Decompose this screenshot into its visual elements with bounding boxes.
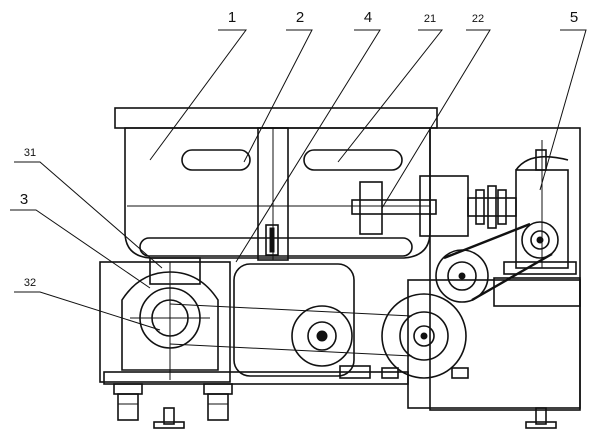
base-block <box>339 365 371 379</box>
foot-4-pad <box>525 421 557 429</box>
leader-line-21 <box>337 29 444 163</box>
foot-3-pad <box>153 421 185 429</box>
collar-1 <box>475 189 485 225</box>
shaft-key-fill <box>269 227 275 253</box>
callout-31: 31 <box>24 147 36 159</box>
middle-pulley-inner <box>307 321 337 351</box>
shaft-key <box>265 224 279 256</box>
middle-pulley-outer <box>291 305 353 367</box>
leader-line-2 <box>243 29 313 163</box>
shaft-flange <box>359 181 383 235</box>
callout-3: 3 <box>20 191 28 208</box>
foot-3-stem <box>163 407 175 425</box>
leader-line-1 <box>149 29 247 161</box>
foot-2-top <box>203 383 233 395</box>
base-clamp-1 <box>381 367 399 379</box>
foot-4-stem <box>535 407 547 425</box>
top-cover-plate <box>114 107 438 129</box>
bearing-block <box>493 277 581 307</box>
leader-line-31 <box>14 161 163 269</box>
belt-lower <box>471 252 553 302</box>
large-pulley-middle <box>399 311 449 361</box>
callout-4: 4 <box>364 9 372 26</box>
horizontal-shaft <box>351 199 437 215</box>
right-frame <box>429 127 581 411</box>
large-pulley-inner <box>413 325 435 347</box>
leader-line-4 <box>235 29 381 263</box>
large-pulley-outer <box>381 293 467 379</box>
drive-pulley-inner <box>530 230 550 250</box>
callout-2: 2 <box>296 9 304 26</box>
leader-lines <box>10 29 587 331</box>
callout-21: 21 <box>424 13 436 25</box>
belt-upper <box>443 222 531 260</box>
drive-pulley-hub <box>536 236 544 244</box>
collar-2 <box>487 185 497 229</box>
machine <box>99 107 581 429</box>
feet <box>113 383 557 429</box>
driven-pulley-inner <box>447 261 477 291</box>
left-frame <box>99 261 231 383</box>
motor-cap <box>535 149 547 171</box>
slot-left <box>181 149 251 171</box>
pedestal-top <box>149 257 201 285</box>
base-clamp-2 <box>451 367 469 379</box>
belt-line-a <box>169 303 413 317</box>
large-pulley-hub <box>420 332 428 340</box>
collar-3 <box>497 189 507 225</box>
foot-1-body <box>117 393 139 421</box>
base-rail <box>103 371 409 385</box>
callout-1: 1 <box>228 9 236 26</box>
leader-line-5 <box>539 29 587 191</box>
drive-pulley-outer <box>521 221 559 259</box>
leader-line-22 <box>381 29 491 209</box>
middle-pulley-hub <box>316 330 328 342</box>
slot-right <box>303 149 403 171</box>
belt-line-b <box>169 343 413 357</box>
foot-1-top <box>113 383 143 395</box>
callout-labels: 1 2 4 21 22 5 31 3 32 <box>20 9 578 289</box>
leader-line-32 <box>14 291 161 331</box>
foot-2-body <box>207 393 229 421</box>
callout-22: 22 <box>472 13 484 25</box>
callout-5: 5 <box>570 9 578 26</box>
callout-32: 32 <box>24 277 36 289</box>
bottom-slot <box>139 237 413 257</box>
middle-casing <box>233 263 355 377</box>
driven-pulley-hub <box>458 272 466 280</box>
